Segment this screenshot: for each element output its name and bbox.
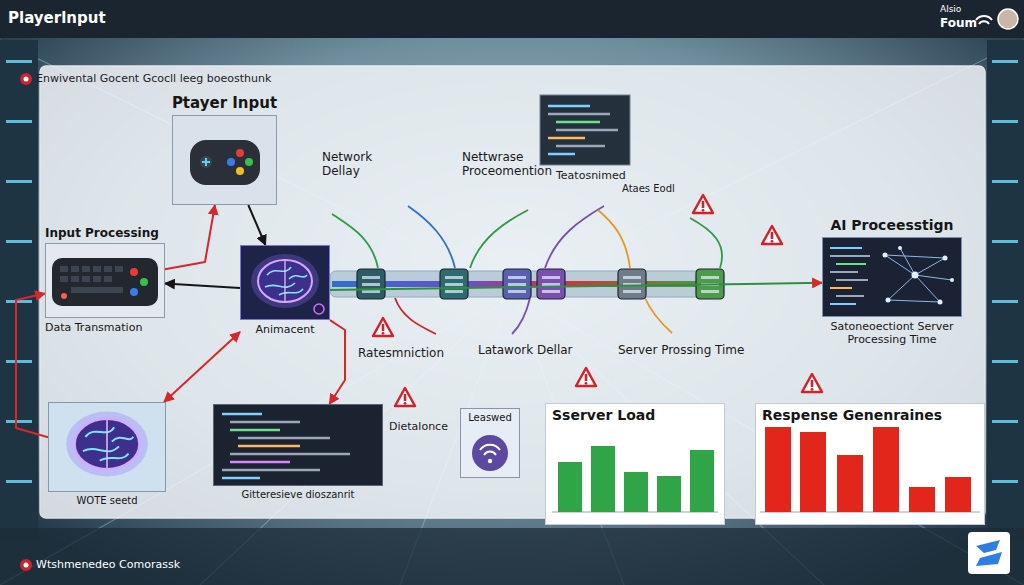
- box-outline: [822, 237, 962, 317]
- diagram-label: Ratesmniction: [358, 346, 444, 360]
- text-group: Data Transmation: [45, 318, 142, 334]
- node-text: Leaswed: [468, 412, 512, 424]
- box-outline: [172, 115, 277, 205]
- ai-panel: AI ProceesstignSatoneoectiont Server Pro…: [822, 217, 962, 346]
- diagram-label: Foum: [940, 16, 977, 30]
- node-text: Respense Genenraines: [762, 407, 942, 424]
- box-outline: Leaswed: [460, 408, 520, 478]
- text-group: Gitteresieve dioszanrit: [242, 486, 355, 501]
- box-outline: [213, 404, 383, 486]
- flow-arrow: [164, 332, 240, 402]
- chart-panel: Sserver Load: [545, 403, 725, 525]
- brain-box: WOTE seetd: [48, 402, 166, 507]
- node-heading: AI Proceesstign: [830, 217, 953, 234]
- diagram-label: Latawork Dellar: [478, 343, 573, 357]
- flow-arrow: [16, 293, 48, 437]
- flow-arrow: [165, 283, 240, 287]
- keyboard-box: Input ProcessingData Transmation: [45, 226, 165, 335]
- text-group: Satoneoectiont Server Processing Time: [822, 317, 962, 346]
- node-caption: Data Transmation: [45, 321, 142, 334]
- text-group: Input Processing: [45, 226, 159, 243]
- flow-arrow: [330, 283, 822, 290]
- node-caption: WOTE seetd: [76, 495, 137, 507]
- box-outline: [45, 243, 165, 318]
- diagram-label: Ataes Eodl: [622, 183, 675, 195]
- box-outline: [240, 245, 330, 320]
- box-outline: [48, 402, 166, 492]
- node-text: Sserver Load: [552, 407, 655, 424]
- box-outline: Sserver Load: [545, 403, 725, 525]
- diagram-label: Dietalonce: [389, 420, 448, 433]
- text-group: WOTE seetd: [76, 492, 137, 507]
- chart-panel: Respense Genenraines: [755, 403, 985, 525]
- node-heading: Input Processing: [45, 226, 159, 240]
- text-group: Ptayer Input: [172, 94, 277, 115]
- node-caption: Animacent: [255, 323, 314, 336]
- signal-box: Leaswed: [460, 408, 520, 478]
- diagram-label: Enwivental Gocent Gcocll leeg boeosthunk: [36, 72, 271, 85]
- page-title: Playerlnput: [8, 9, 106, 27]
- diagram-label: Alsio: [940, 4, 961, 15]
- code-panel: Gitteresieve dioszanrit: [213, 404, 383, 501]
- controller-box: Ptayer Input: [172, 94, 277, 205]
- diagram-label: Teatosnimed: [556, 169, 626, 182]
- text-group: Animacent: [255, 320, 314, 336]
- node-heading: Ptayer Input: [172, 94, 277, 112]
- node-caption: Gitteresieve dioszanrit: [242, 489, 355, 501]
- flow-arrow: [165, 205, 215, 269]
- text-group: AI Proceesstign: [830, 217, 953, 237]
- diagram-label: Server Prossing Time: [618, 343, 744, 357]
- node-caption: Satoneoectiont Server Processing Time: [822, 320, 962, 346]
- flow-arrow: [248, 205, 265, 245]
- brain-box: Animacent: [240, 245, 330, 336]
- diagram-label: Network Dellay: [322, 150, 388, 179]
- flow-arrow: [329, 320, 345, 404]
- box-outline: Respense Genenraines: [755, 403, 985, 525]
- diagram-label: Wtshmenedeo Comorassk: [36, 558, 180, 571]
